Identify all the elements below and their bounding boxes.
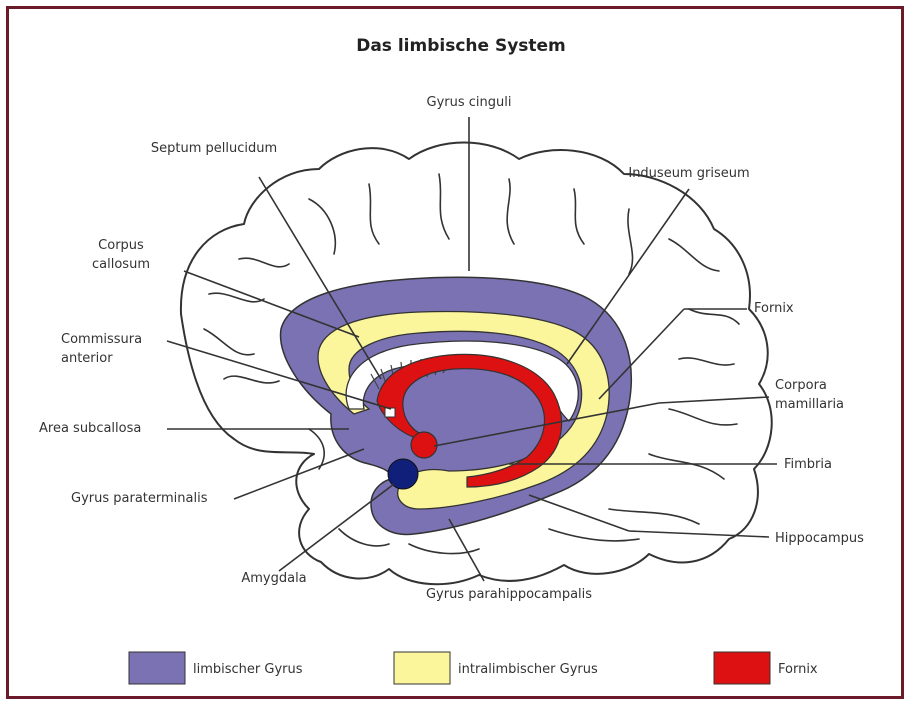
legend: limbischer Gyrus intralimbischer Gyrus F… (129, 652, 818, 684)
label-corpus-callosum-line1: Corpus (98, 238, 144, 253)
label-corpora-line1: Corpora (775, 378, 827, 393)
diagram-frame: Das limbische System (6, 6, 904, 699)
legend-label-fornix: Fornix (778, 662, 818, 677)
label-fornix: Fornix (754, 301, 794, 316)
legend-swatch-fornix (714, 652, 770, 684)
legend-swatch-limbic (129, 652, 185, 684)
label-fimbria: Fimbria (784, 457, 832, 472)
legend-label-intralimbic: intralimbischer Gyrus (458, 662, 598, 677)
mamillary-body (411, 432, 437, 458)
legend-swatch-intralimbic (394, 652, 450, 684)
label-amygdala: Amygdala (241, 571, 306, 586)
label-gyrus-cinguli: Gyrus cinguli (427, 95, 512, 110)
legend-label-limbic: limbischer Gyrus (193, 662, 303, 677)
diagram-title: Das limbische System (356, 36, 566, 56)
label-commissura-line1: Commissura (61, 332, 142, 347)
label-corpora-line2: mamillaria (775, 397, 844, 412)
label-corpus-callosum-line2: callosum (92, 257, 150, 272)
label-septum-pellucidum: Septum pellucidum (151, 141, 277, 156)
label-induseum-griseum: Induseum griseum (628, 166, 749, 181)
label-gyrus-parahippocampalis: Gyrus parahippocampalis (426, 587, 592, 602)
label-commissura-line2: anterior (61, 351, 113, 366)
label-gyrus-paraterminalis: Gyrus paraterminalis (71, 491, 208, 506)
label-hippocampus: Hippocampus (775, 531, 864, 546)
limbic-system-diagram: Das limbische System (9, 9, 901, 696)
label-area-subcallosa: Area subcallosa (39, 421, 141, 436)
